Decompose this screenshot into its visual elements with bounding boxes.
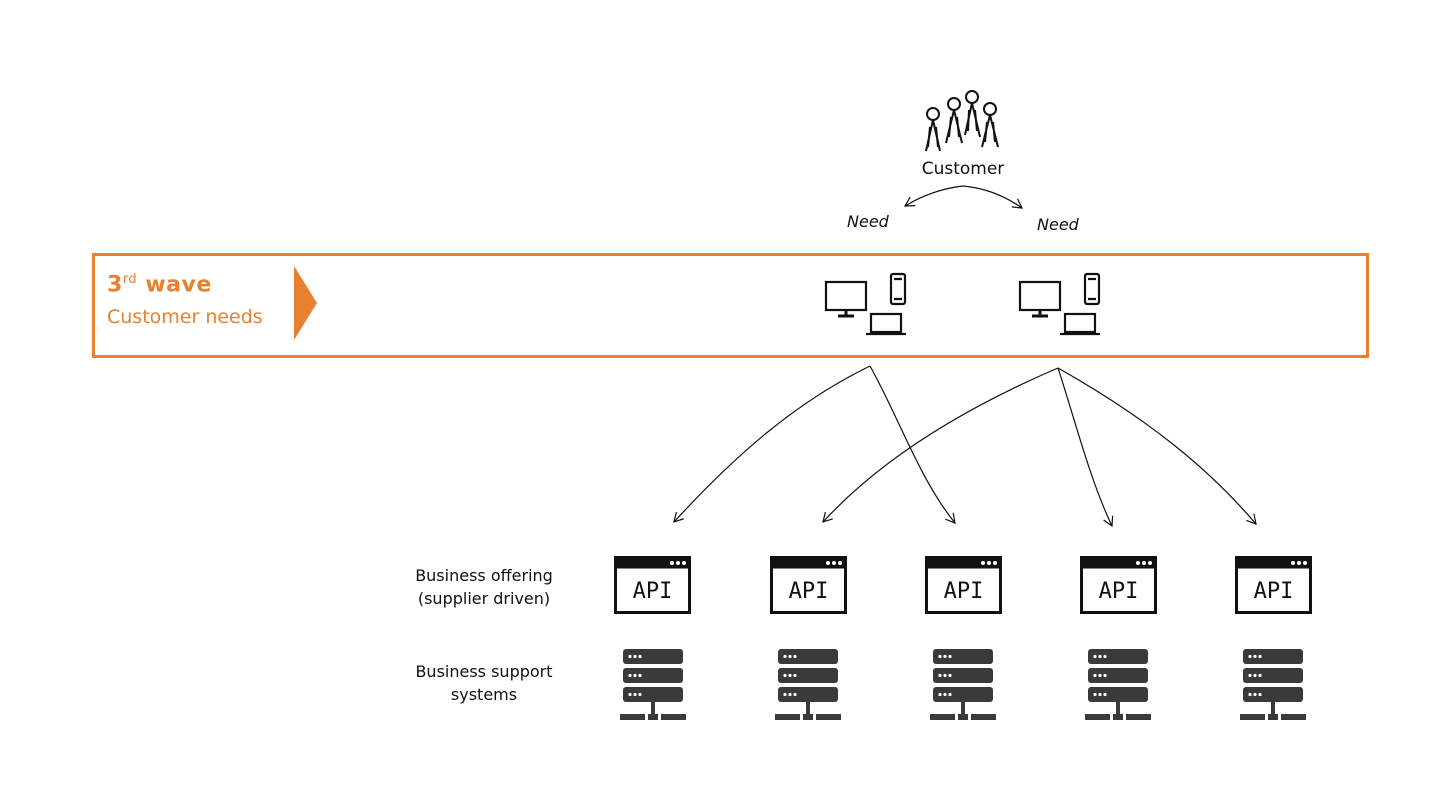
server-stack-icon — [1085, 649, 1151, 720]
server-stack-icon — [930, 649, 996, 720]
customer-label: Customer — [921, 159, 1005, 179]
connector-d1-api3 — [869, 365, 956, 524]
api-label: API — [789, 579, 829, 604]
wave-banner — [92, 253, 1369, 358]
offering-label-line1: Business offering — [415, 566, 553, 585]
api-label: API — [944, 579, 984, 604]
server-stack-icon — [775, 649, 841, 720]
wave-title: 3rd wave — [107, 272, 212, 298]
server-stack-icon — [1240, 649, 1306, 720]
need-label-right: Need — [1037, 215, 1079, 234]
api-window-icon: API — [925, 556, 1002, 614]
devices-icon — [824, 272, 907, 336]
connector-d1-api1 — [673, 365, 871, 523]
need-arrow-right — [962, 185, 1024, 209]
devices-icon — [1018, 272, 1101, 336]
connector-d2-api2 — [822, 367, 1059, 523]
need-arrow-left — [903, 185, 964, 207]
support-label-line1: Business support — [415, 662, 553, 681]
server-stack-icon — [620, 649, 686, 720]
business-offering-label: Business offering (supplier driven) — [399, 564, 569, 610]
api-window-icon: API — [770, 556, 847, 614]
business-support-label: Business support systems — [399, 660, 569, 706]
connector-d2-api5 — [1057, 367, 1257, 525]
support-label-line2: systems — [450, 685, 518, 704]
api-label: API — [1254, 579, 1294, 604]
api-label: API — [1099, 579, 1139, 604]
wave-arrow-icon — [294, 266, 317, 340]
connector-d2-api4 — [1057, 367, 1114, 528]
api-window-icon: API — [1080, 556, 1157, 614]
need-label-left: Need — [847, 212, 889, 231]
api-label: API — [633, 579, 673, 604]
wave-subtitle: Customer needs — [107, 306, 263, 328]
api-window-icon: API — [614, 556, 691, 614]
offering-label-line2: (supplier driven) — [417, 589, 551, 608]
people-group-icon — [925, 90, 999, 152]
api-window-icon: API — [1235, 556, 1312, 614]
